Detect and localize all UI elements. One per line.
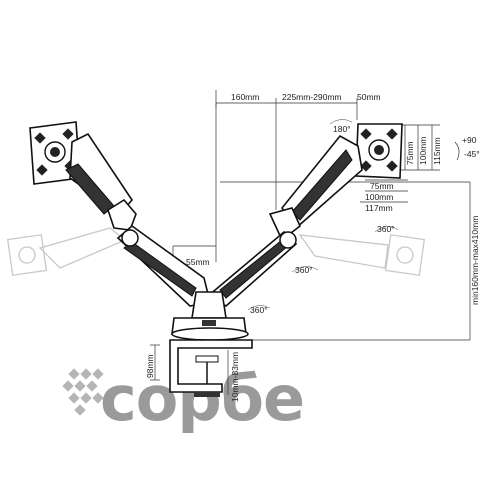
right-vesa-plate xyxy=(355,123,403,179)
dim-115mm-vertical: 115mm xyxy=(432,137,442,165)
right-upper-arm xyxy=(268,134,363,242)
ghost-right-monitor xyxy=(298,234,426,276)
rotation-360-label-b: 360° xyxy=(295,265,313,275)
brand-logo-mosaic xyxy=(62,368,104,416)
dim-55mm: 55mm xyxy=(186,257,210,267)
height-range-label: min160mm-max410mm xyxy=(470,216,480,305)
rotation-180: 180° xyxy=(329,119,353,134)
left-vesa-plate xyxy=(29,121,81,185)
tilt-down-label: -45° xyxy=(464,149,480,159)
tilt-up-label: +90 xyxy=(462,135,477,145)
clamp-height-label: 98mm xyxy=(145,354,155,378)
left-lower-arm xyxy=(116,224,211,307)
desk-thickness-label: 10mm-83mm xyxy=(230,352,240,402)
tilt-arc xyxy=(454,141,460,161)
rotation-360-base: 360° xyxy=(247,305,271,315)
rotation-360-label-c: 360° xyxy=(250,305,268,315)
right-lower-arm xyxy=(206,230,298,307)
dim-50mm: 50mm xyxy=(357,92,381,102)
dimension-lines xyxy=(150,90,471,395)
left-upper-arm xyxy=(65,132,137,231)
dim-225-290mm: 225mm-290mm xyxy=(282,92,342,102)
center-column xyxy=(171,291,249,341)
dim-100mm-vertical: 100mm xyxy=(418,137,428,165)
rotation-360-right-monitor: 360° xyxy=(374,224,399,234)
brand-name: сорбе xyxy=(100,362,304,435)
dim-75mm-vertical: 75mm xyxy=(405,141,415,165)
dim-100mm-horizontal: 100mm xyxy=(365,192,393,202)
ghost-left-monitor xyxy=(6,227,127,276)
desk-clamp xyxy=(169,339,253,397)
rotation-360-elbow: 360° xyxy=(291,265,319,275)
rotation-180-label: 180° xyxy=(333,124,351,134)
rotation-360-label-a: 360° xyxy=(377,224,395,234)
dim-160mm: 160mm xyxy=(231,92,259,102)
dim-75mm-horizontal: 75mm xyxy=(370,181,394,191)
dim-117mm-horizontal: 117mm xyxy=(365,203,393,213)
